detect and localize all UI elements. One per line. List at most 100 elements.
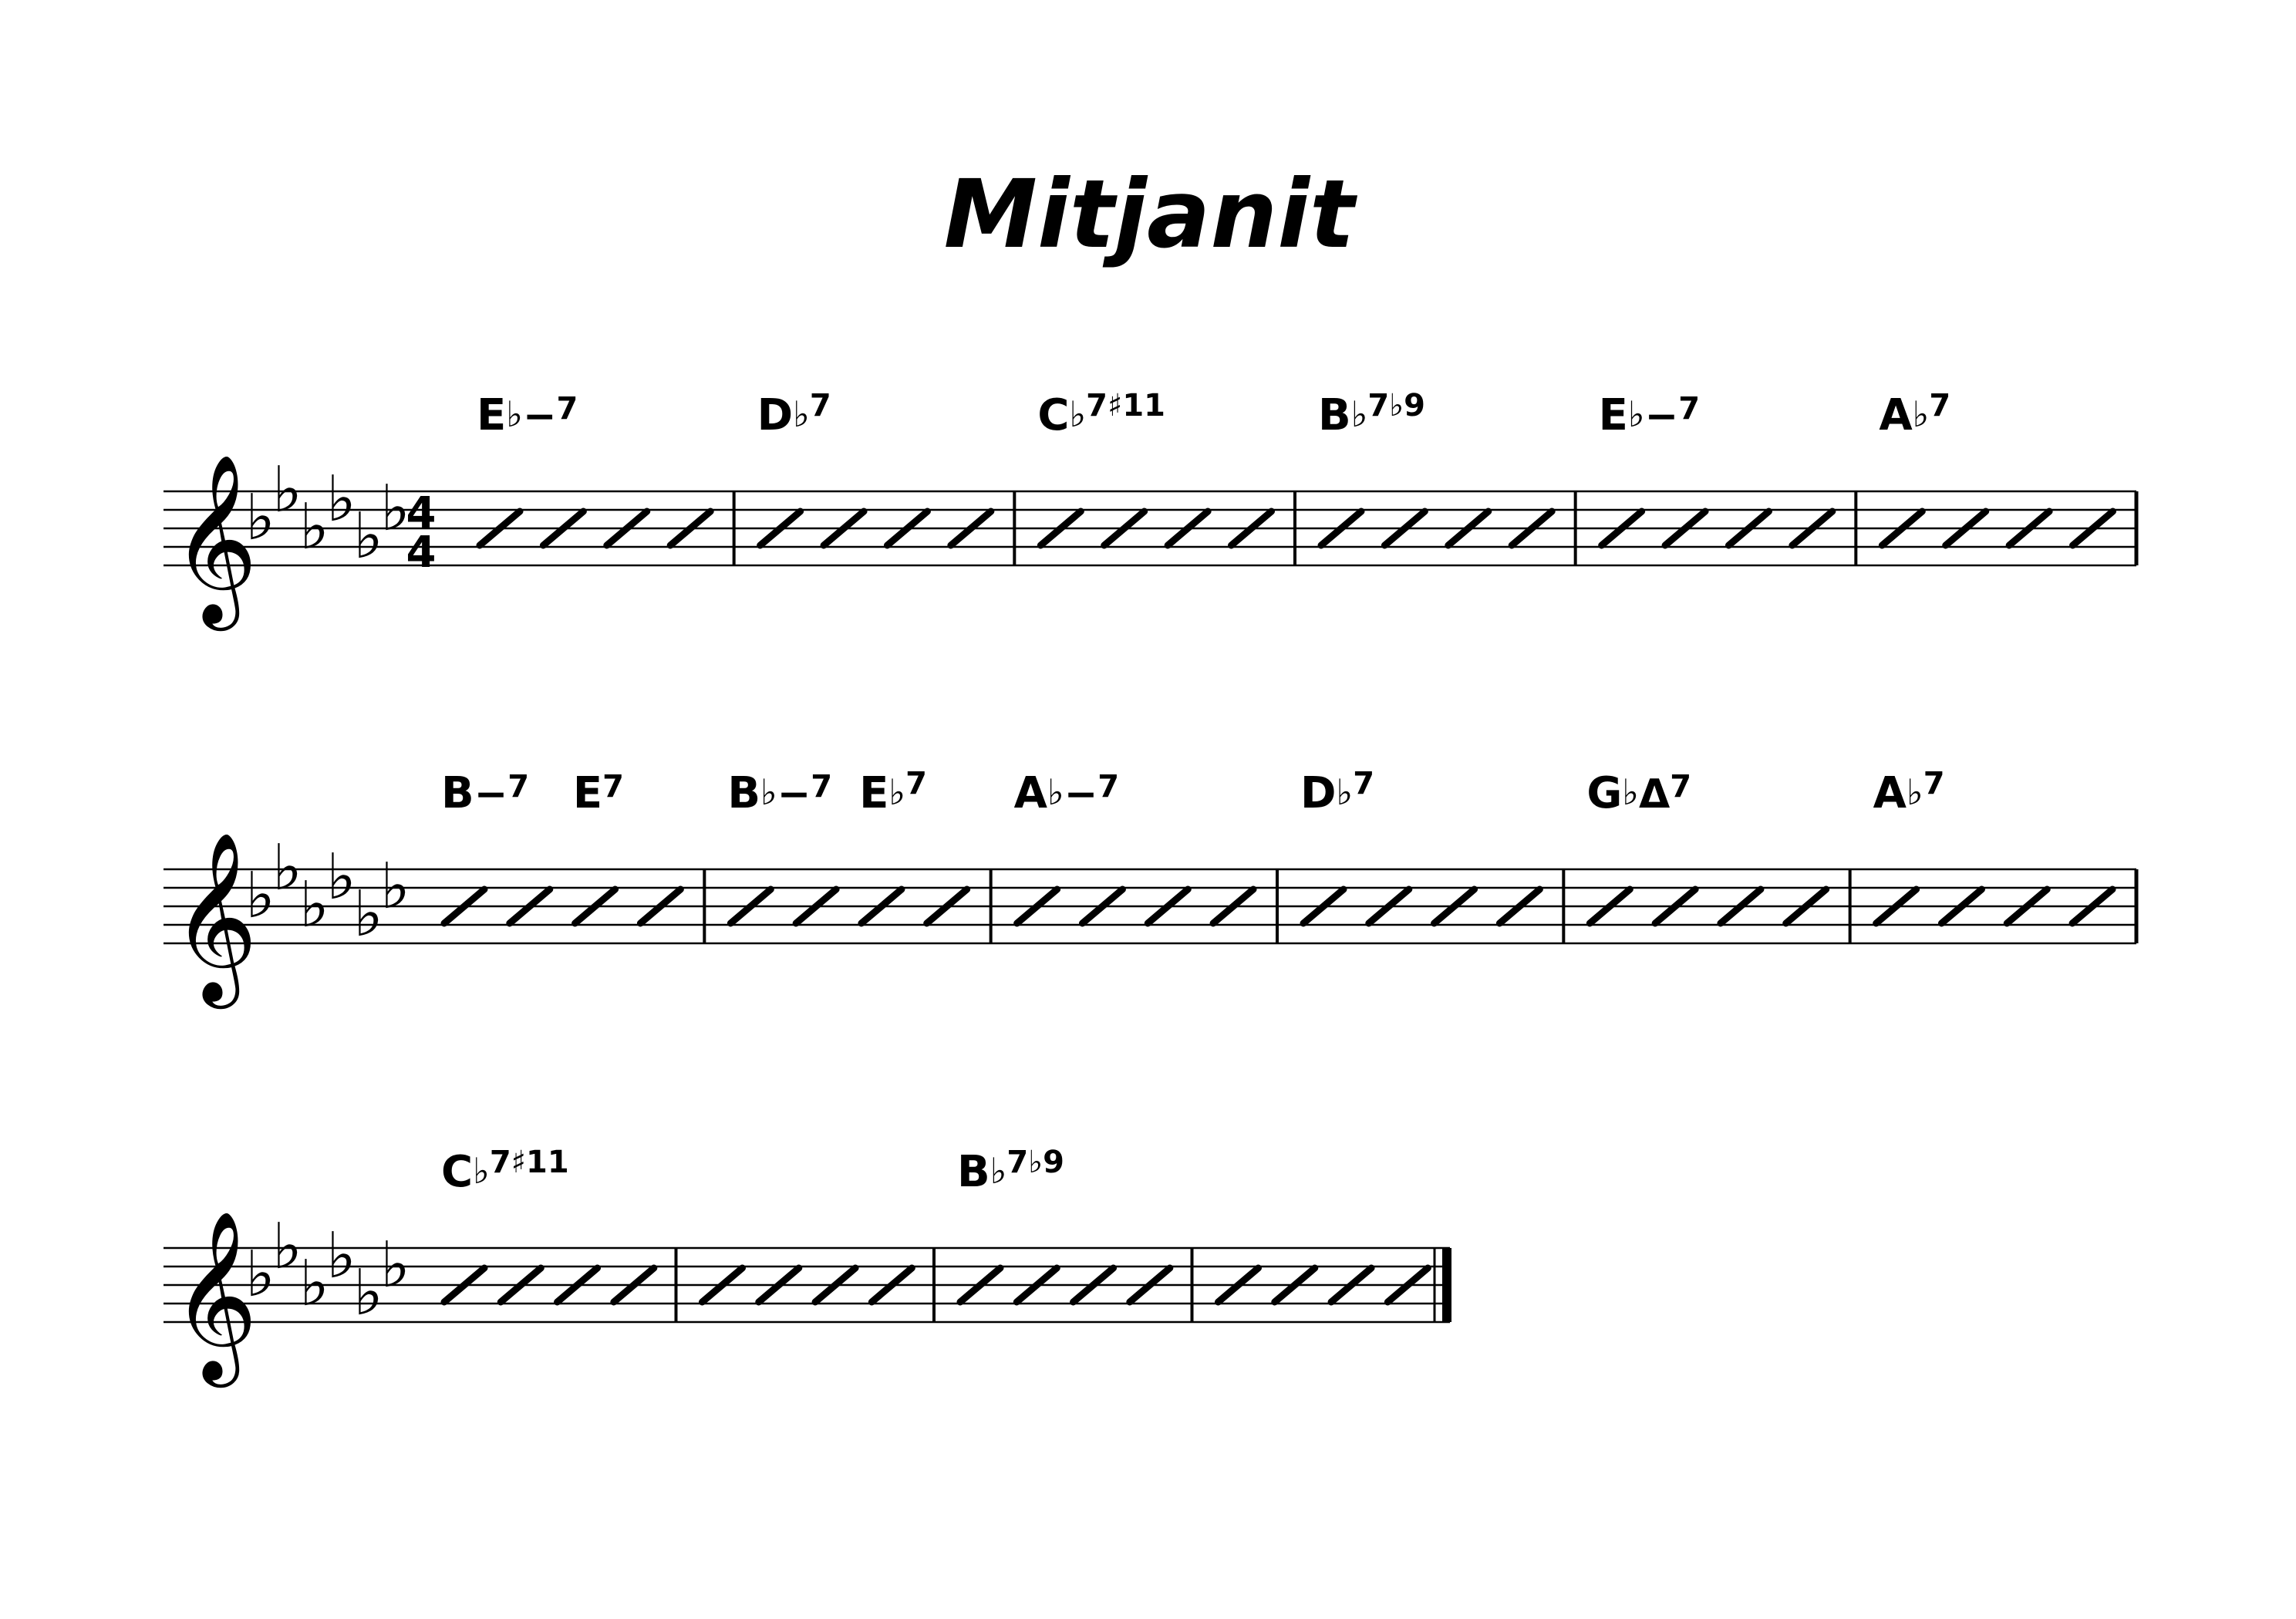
chord-symbol: B♭7♭9: [1318, 388, 1425, 440]
chord-accidental: ♭: [1907, 771, 1923, 813]
rhythm-slash: [476, 508, 524, 549]
chord-accidental: ♭: [506, 393, 523, 435]
chord-symbol: A♭7: [1879, 388, 1950, 440]
chord-extension: 7: [811, 769, 832, 804]
rhythm-slash: [1070, 1264, 1118, 1306]
time-signature-numerator: 4: [406, 488, 437, 538]
chord-accidental: ♭: [793, 393, 810, 435]
rhythm-slash: [554, 1264, 602, 1306]
rhythm-slash: [610, 1264, 658, 1306]
rhythm-slash: [1300, 885, 1347, 927]
chord-quality: Δ: [1639, 771, 1670, 818]
chord-extension: 7: [1670, 769, 1691, 804]
chord-extension: 7: [1678, 391, 1700, 427]
rhythm-slash: [1495, 885, 1543, 927]
chord-extension: 7: [507, 769, 529, 804]
chord-root: B: [1318, 390, 1351, 440]
measure: A♭7: [1878, 388, 2139, 565]
rhythm-slash: [1126, 1264, 1174, 1306]
rhythm-slash: [1782, 885, 1830, 927]
chord-root: C: [1037, 390, 1069, 440]
rhythm-slash: [1271, 1264, 1319, 1306]
rhythm-slash: [1327, 1264, 1375, 1306]
rhythm-slash: [1101, 508, 1148, 549]
flat-icon: ♭: [380, 850, 410, 923]
flat-icon: ♭: [299, 869, 329, 942]
chord-root: D: [1300, 768, 1336, 818]
rhythm-slash: [1942, 508, 1990, 549]
chord-accidental: ♭: [888, 771, 905, 813]
rhythm-slash: [1013, 1264, 1060, 1306]
flat-icon: ♭: [353, 1256, 383, 1330]
rhythm-slash: [883, 508, 931, 549]
chord-symbol: G♭Δ7: [1586, 768, 1691, 818]
chord-quality: −: [1064, 771, 1098, 818]
measure: E♭−7: [476, 390, 736, 565]
rhythm-slash: [1508, 508, 1556, 549]
flat-icon: ♭: [272, 1210, 302, 1283]
rhythm-slash: [1381, 508, 1428, 549]
rhythm-slash: [1215, 1264, 1262, 1306]
chord-symbol: B−7: [441, 768, 529, 818]
measure: D♭7: [757, 388, 1017, 565]
rhythm-slash: [1384, 1264, 1431, 1306]
song-title: Mitjanit: [944, 160, 1358, 269]
flat-icon: ♭: [326, 841, 356, 914]
flat-icon: ♭: [326, 463, 356, 536]
rhythm-slash: [1013, 885, 1061, 927]
rhythm-slash: [1317, 508, 1365, 549]
rhythm-slash: [858, 885, 905, 927]
measure: [1215, 1248, 1451, 1322]
measure: B♭7♭9: [1317, 388, 1577, 565]
rhythm-slash: [497, 1264, 544, 1306]
chord-symbol: B♭7♭9: [957, 1145, 1064, 1197]
flat-icon: ♭: [245, 1238, 275, 1311]
rhythm-slash: [868, 1264, 915, 1306]
measure: C♭7♯11: [440, 1145, 678, 1322]
rhythm-slash: [1365, 885, 1413, 927]
chord-accidental: ♭: [1628, 393, 1645, 435]
chord-quality: −: [523, 393, 557, 440]
chord-accidental: ♭: [760, 771, 777, 813]
chord-root: B: [957, 1147, 990, 1197]
rhythm-slash: [1164, 508, 1212, 549]
chord-root: G: [1586, 768, 1622, 818]
chord-root: D: [757, 390, 793, 440]
rhythm-slash: [1209, 885, 1257, 927]
flat-icon: ♭: [380, 1229, 410, 1302]
rhythm-slash: [571, 885, 619, 927]
chord-accidental: ♭: [1913, 393, 1930, 435]
measure: E♭−7: [1598, 390, 1858, 565]
chord-symbol: A♭7: [1873, 766, 1945, 818]
flat-icon: ♭: [353, 500, 383, 573]
flat-icon: ♭: [272, 831, 302, 905]
rhythm-slash: [2069, 508, 2117, 549]
chord-symbol: D♭7: [1300, 766, 1374, 818]
chord-extension: 7: [810, 388, 831, 423]
chord-extension: 7: [1923, 766, 1945, 801]
chord-extension: 7: [557, 391, 578, 427]
chord-extension: 7♭9: [1006, 1145, 1064, 1180]
chord-accidental: ♭: [1047, 771, 1064, 813]
rhythm-slash: [755, 1264, 803, 1306]
chord-accidental: ♭: [1351, 393, 1368, 435]
treble-clef-icon: 𝄞: [171, 453, 258, 631]
rhythm-slash: [947, 508, 995, 549]
chord-symbol: D♭7: [757, 388, 831, 440]
rhythm-slash: [1586, 885, 1633, 927]
chord-extension: 7♯11: [490, 1145, 569, 1180]
flat-icon: ♭: [353, 878, 383, 951]
chord-symbol: C♭7♯11: [1037, 388, 1165, 440]
chord-root: E: [859, 768, 888, 818]
chord-extension: 7: [1097, 769, 1119, 804]
chord-root: E: [477, 390, 506, 440]
chord-accidental: ♭: [1069, 393, 1086, 435]
flat-icon: ♭: [380, 472, 410, 545]
chord-root: A: [1014, 768, 1048, 818]
chord-symbol: B♭−7: [727, 768, 832, 818]
